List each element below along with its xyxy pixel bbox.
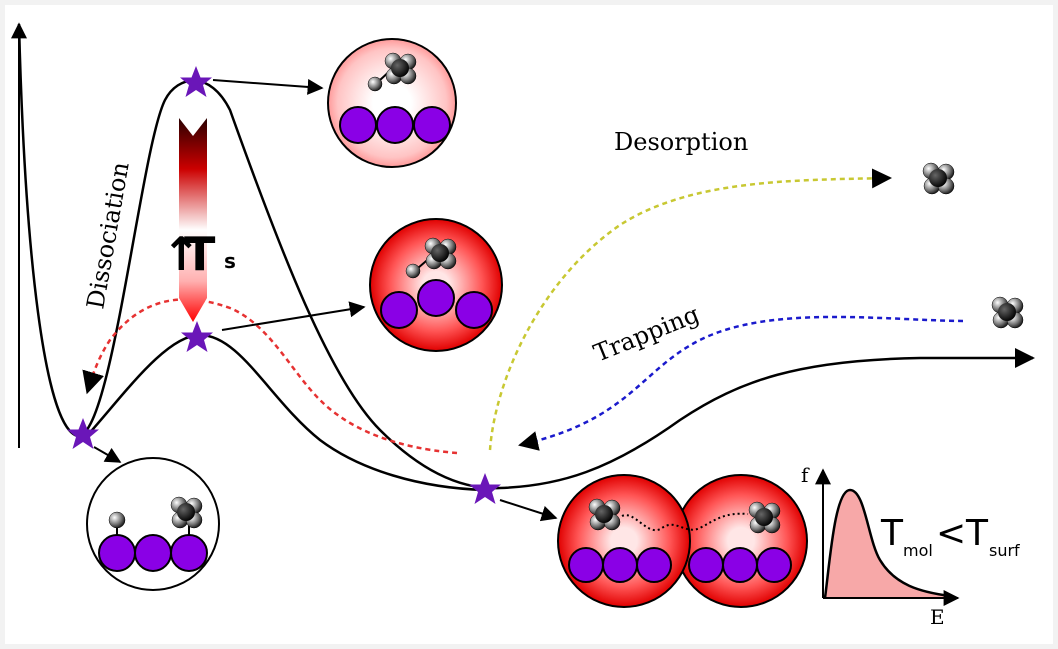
desorption-label: Desorption [614,128,748,156]
bubble-low-ts [369,218,503,352]
inset-x-label: E [930,605,945,629]
trapping-path [518,315,964,451]
ts-label: T [184,227,216,281]
bubble-trapped [557,474,808,608]
desorbed-molecule [922,162,955,195]
pes-curve-low-barrier [84,333,486,492]
tsurf-t: T [965,513,989,554]
pointer-arrow-low-ts [221,301,366,331]
bubble-high-ts [327,38,457,168]
energy-distribution-inset: f E [801,463,960,629]
pointer-arrow-dissociated [93,446,122,463]
tmol-subscript: mol [903,541,933,560]
inset-y-label: f [801,463,810,487]
tmol-t: T [880,513,904,554]
bubble-dissociated [86,457,220,591]
incoming-molecule [991,296,1024,329]
dissociation-path [82,298,458,455]
ts-subscript: s [224,249,236,273]
surface-temperature-arrow [179,118,207,322]
desorption-path [488,168,892,451]
temperature-inequality: T mol < T surf [880,513,1020,560]
ts-up-arrow-glyph: ↑ [162,227,201,281]
less-than-sign: < [936,513,966,554]
tsurf-subscript: surf [989,541,1020,560]
pointer-arrow-trapped [499,499,558,522]
pointer-arrow-high-ts [212,78,324,95]
distribution-curve [823,488,951,599]
distribution-fill [825,490,950,598]
